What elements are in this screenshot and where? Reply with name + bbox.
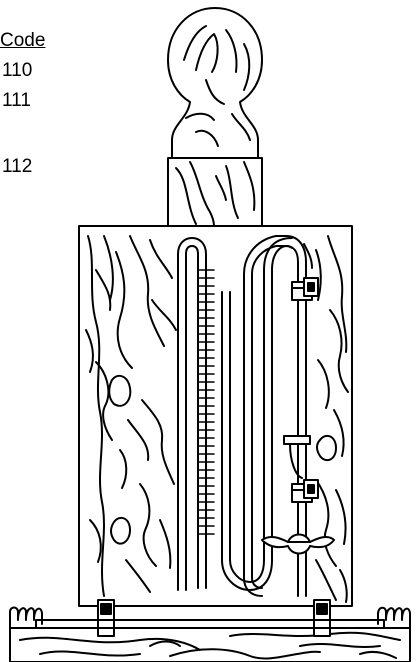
right-base-clip [313, 599, 331, 637]
code-value-1: 110 [2, 60, 33, 81]
upper-tube-clip [291, 277, 319, 301]
wooden-finial [167, 7, 263, 159]
code-header: Code [0, 30, 46, 51]
left-coil [9, 606, 43, 629]
u-tube [177, 235, 307, 597]
code-value-2: 111 [2, 90, 31, 111]
wooden-neck [167, 157, 263, 227]
base-rail [35, 619, 385, 629]
lower-tube-clip [291, 479, 319, 503]
wooden-base [9, 627, 411, 662]
stopcock-valve [261, 533, 335, 555]
sliding-collar [283, 435, 311, 479]
right-coil [377, 606, 411, 629]
code-value-3: 112 [2, 156, 33, 177]
left-base-clip [97, 599, 115, 637]
scale [197, 261, 215, 561]
